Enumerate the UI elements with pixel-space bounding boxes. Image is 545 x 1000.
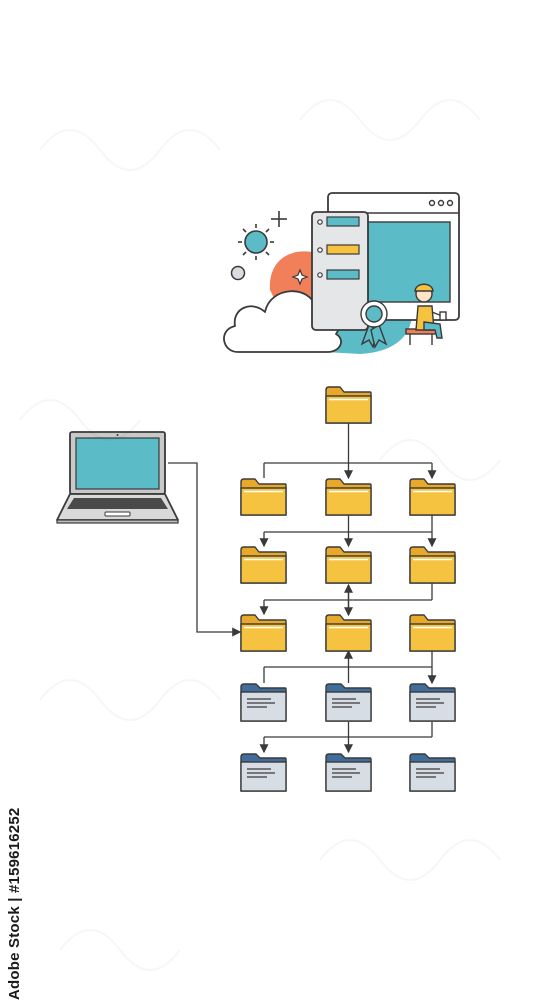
award-ribbon-icon [360, 300, 388, 349]
folder-icon-row1-right [409, 478, 456, 516]
folder-icon-row2-left [240, 546, 287, 584]
small-planet-icon [230, 265, 246, 281]
orange-blob [269, 251, 312, 300]
folder-icon-row1-center [325, 478, 372, 516]
folder-icon-row3-right [409, 614, 456, 652]
folder-icon-row3-center [325, 614, 372, 652]
document-folder-icon-row5-right [409, 753, 456, 792]
document-folder-icon-row4-left [240, 683, 287, 722]
laptop-icon [56, 431, 179, 524]
small-star-icon [291, 268, 309, 286]
folder-icon-row1-left [240, 478, 287, 516]
root-folder-icon [325, 386, 372, 424]
folder-icon-row2-center [325, 546, 372, 584]
hero-illustration [223, 192, 460, 354]
folder-icon-row2-right [409, 546, 456, 584]
stock-id-label: Adobe Stock | #159616252 [6, 807, 23, 1000]
document-folder-icon-row4-center [325, 683, 372, 722]
sparkle-icon [271, 211, 287, 227]
tree-connectors [259, 423, 437, 754]
document-folder-icon-row4-right [409, 683, 456, 722]
document-folder-icon-row5-left [240, 753, 287, 792]
server-icon [311, 211, 369, 331]
document-folder-icon-row5-center [325, 753, 372, 792]
folder-icon-row3-left [240, 614, 287, 652]
laptop-connector [168, 462, 242, 637]
person-icon [405, 283, 447, 345]
sun-icon [238, 224, 274, 260]
